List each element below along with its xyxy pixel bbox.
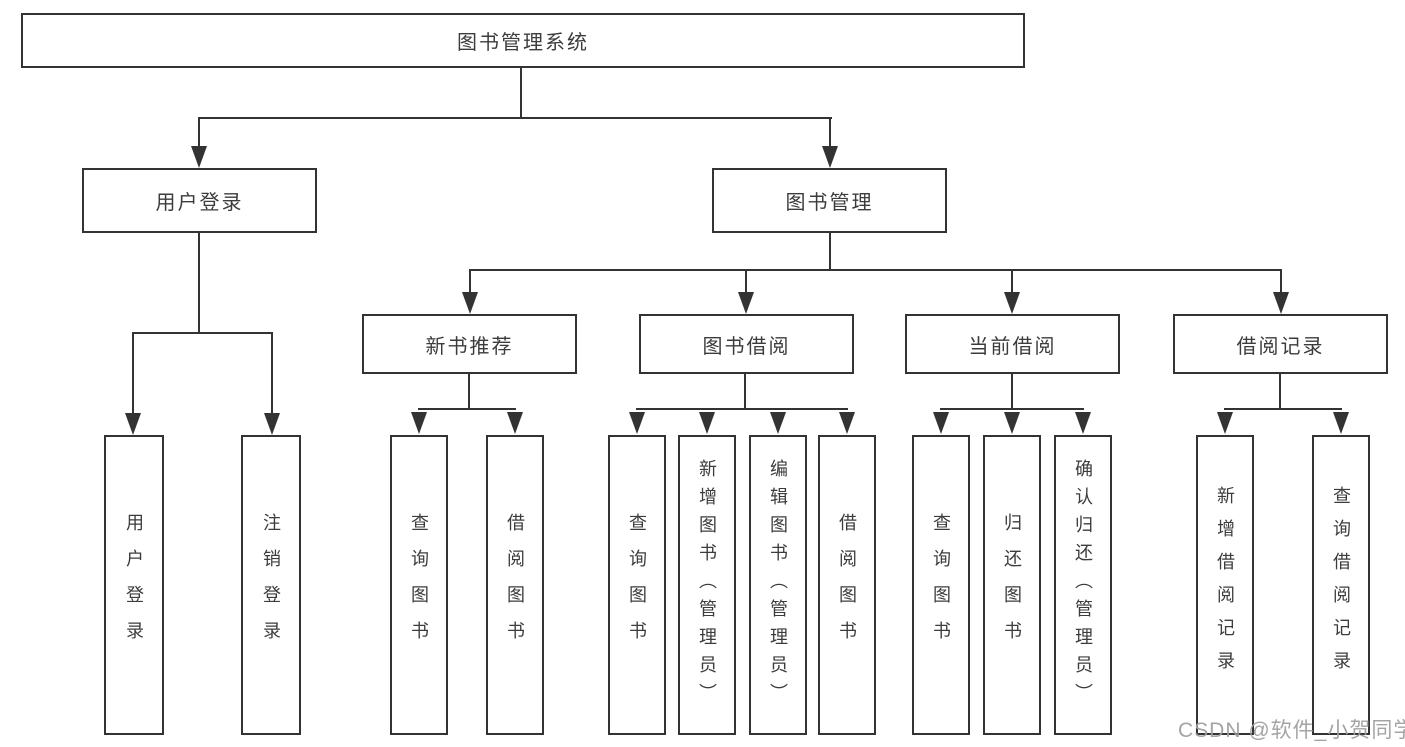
- connector-newbook-split: [418, 408, 516, 410]
- connector-drop-user-login: [198, 117, 200, 150]
- node-book-borrowing: 图书借阅: [639, 314, 854, 374]
- connector-borrowing-stem: [744, 374, 746, 410]
- leaf-label: 查询借阅记录: [1331, 486, 1351, 684]
- arrow-down-icon: [1333, 412, 1349, 434]
- connector-drop-records: [1280, 269, 1282, 293]
- connector-current-split: [940, 408, 1084, 410]
- arrow-down-icon: [125, 413, 141, 435]
- connector-newbook-stem: [468, 374, 470, 410]
- connector-drop-leaf: [271, 332, 273, 414]
- arrow-down-icon: [699, 412, 715, 434]
- connector-userlogin-split: [132, 332, 273, 334]
- connector-drop-leaf: [132, 332, 134, 414]
- connector-userlogin-stem: [198, 233, 200, 334]
- csdn-watermark: CSDN @软件_小贺同学: [1178, 719, 1405, 742]
- leaf-label: 查询图书: [627, 513, 647, 657]
- connector-root-stem: [520, 68, 522, 118]
- leaf-label: 编辑图书（管理员）: [768, 459, 788, 711]
- node-label: 借阅记录: [1236, 335, 1325, 358]
- node-user-login: 用户登录: [82, 168, 317, 233]
- arrow-down-icon: [1217, 412, 1233, 434]
- leaf-label: 确认归还（管理员）: [1073, 459, 1093, 711]
- arrow-down-icon: [770, 412, 786, 434]
- node-current-borrowing: 当前借阅: [905, 314, 1120, 374]
- arrow-down-icon: [264, 413, 280, 435]
- arrow-down-icon: [191, 146, 207, 168]
- connector-drop-book-management: [829, 117, 831, 150]
- leaf-newrec-query-books: 查询图书: [390, 435, 448, 735]
- node-borrowing-records: 借阅记录: [1173, 314, 1388, 374]
- leaf-label: 归还图书: [1002, 513, 1022, 657]
- connector-current-stem: [1011, 374, 1013, 410]
- leaf-borrowing-borrow-books: 借阅图书: [818, 435, 876, 735]
- leaf-borrowing-edit-books-admin: 编辑图书（管理员）: [749, 435, 807, 735]
- connector-drop-current: [1011, 269, 1013, 293]
- arrow-down-icon: [629, 412, 645, 434]
- arrow-down-icon: [507, 412, 523, 434]
- leaf-records-query-borrow-record: 查询借阅记录: [1312, 435, 1370, 735]
- leaf-label: 查询图书: [409, 513, 429, 657]
- connector-bookmgmt-split: [469, 269, 1282, 271]
- arrow-down-icon: [839, 412, 855, 434]
- leaf-label: 新增借阅记录: [1215, 486, 1235, 684]
- leaf-user-login: 用户登录: [104, 435, 164, 735]
- arrow-down-icon: [933, 412, 949, 434]
- leaf-logout: 注销登录: [241, 435, 301, 735]
- node-book-management: 图书管理: [712, 168, 947, 233]
- connector-drop-newbook: [469, 269, 471, 293]
- arrow-down-icon: [1075, 412, 1091, 434]
- leaf-label: 借阅图书: [505, 513, 525, 657]
- leaf-newrec-borrow-books: 借阅图书: [486, 435, 544, 735]
- leaf-borrowing-query-books: 查询图书: [608, 435, 666, 735]
- node-label: 当前借阅: [968, 335, 1057, 358]
- node-label: 图书借阅: [702, 335, 791, 358]
- connector-bookmgmt-stem: [829, 233, 831, 271]
- leaf-label: 注销登录: [261, 513, 281, 657]
- leaf-label: 用户登录: [124, 513, 144, 657]
- node-label: 新书推荐: [425, 335, 514, 358]
- node-label: 图书管理系统: [457, 32, 589, 54]
- node-label: 图书管理: [785, 192, 874, 214]
- leaf-current-return-books: 归还图书: [983, 435, 1041, 735]
- arrow-down-icon: [462, 292, 478, 314]
- connector-drop-borrowing: [745, 269, 747, 293]
- arrow-down-icon: [1273, 292, 1289, 314]
- connector-records-stem: [1279, 374, 1281, 410]
- leaf-current-confirm-return-admin: 确认归还（管理员）: [1054, 435, 1112, 735]
- leaf-label: 查询图书: [931, 513, 951, 657]
- connector-records-split: [1224, 408, 1342, 410]
- arrow-down-icon: [1004, 292, 1020, 314]
- node-new-book-recommendation: 新书推荐: [362, 314, 577, 374]
- leaf-label: 新增图书（管理员）: [697, 459, 717, 711]
- connector-borrowing-split: [636, 408, 848, 410]
- connector-root-split: [198, 117, 832, 119]
- leaf-borrowing-add-books-admin: 新增图书（管理员）: [678, 435, 736, 735]
- leaf-label: 借阅图书: [837, 513, 857, 657]
- arrow-down-icon: [411, 412, 427, 434]
- node-library-management-system: 图书管理系统: [21, 13, 1025, 68]
- leaf-current-query-books: 查询图书: [912, 435, 970, 735]
- arrow-down-icon: [1004, 412, 1020, 434]
- arrow-down-icon: [738, 292, 754, 314]
- leaf-records-add-borrow-record: 新增借阅记录: [1196, 435, 1254, 735]
- arrow-down-icon: [822, 146, 838, 168]
- node-label: 用户登录: [155, 192, 244, 214]
